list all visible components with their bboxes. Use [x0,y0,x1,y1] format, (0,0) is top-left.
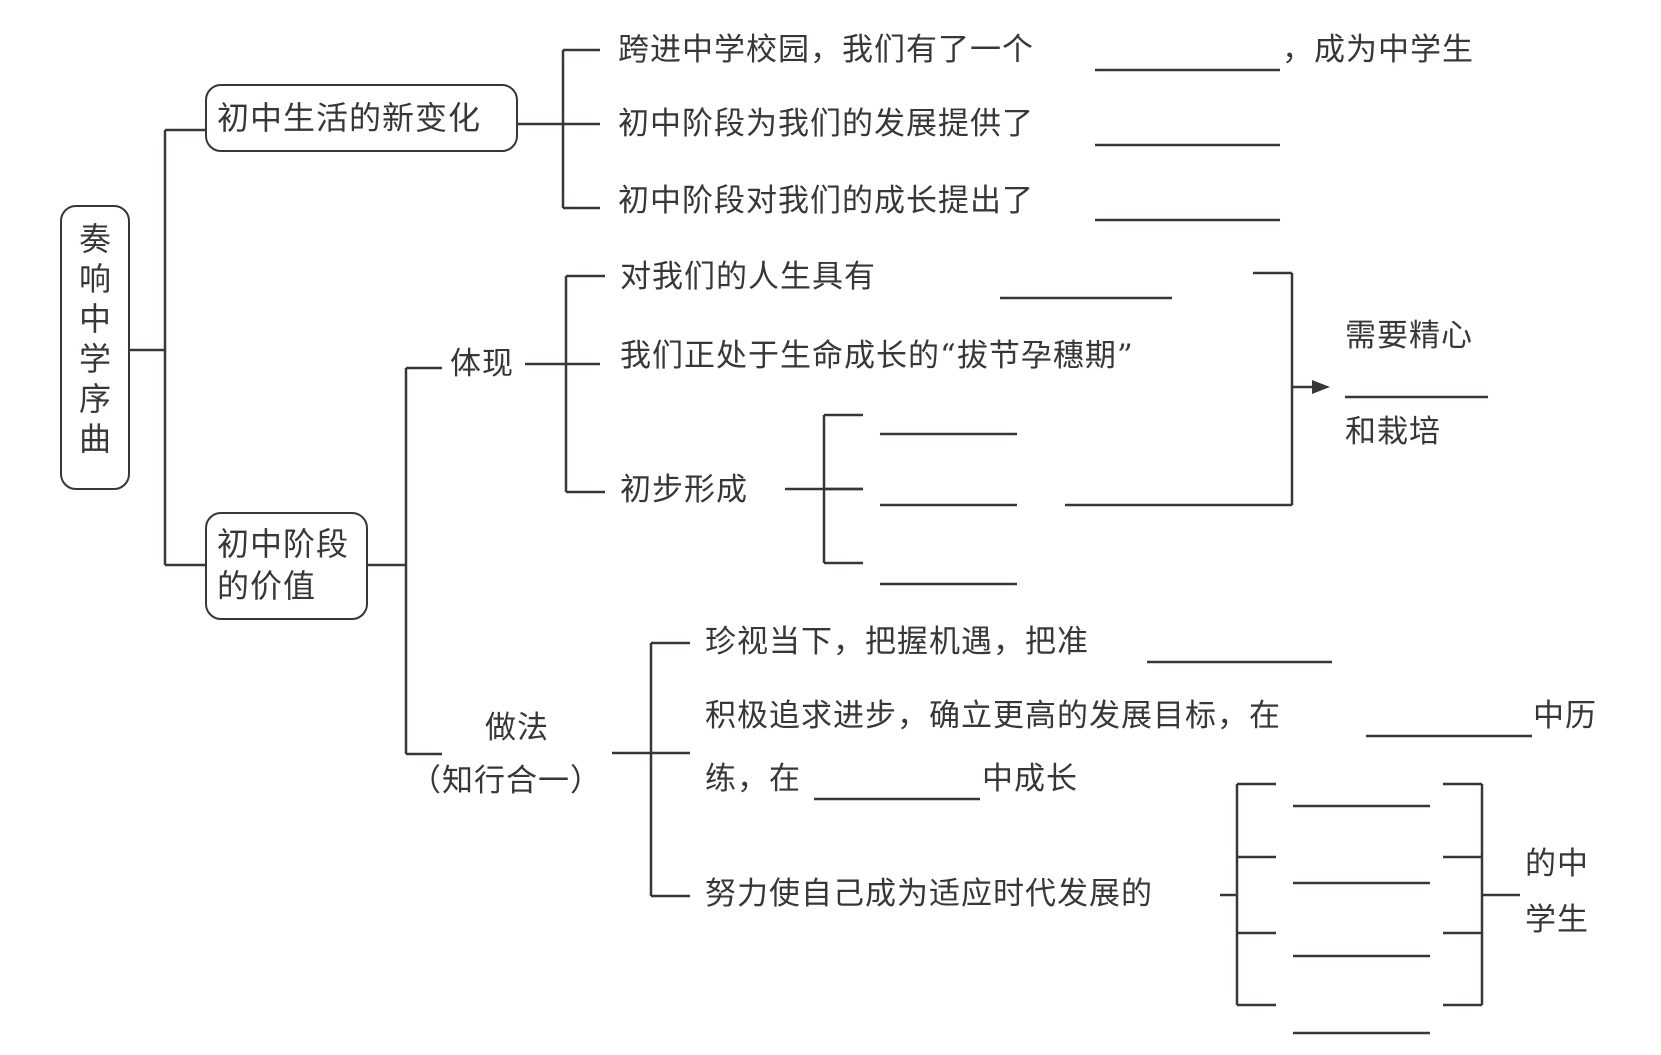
practice-result-line2: 学生 [1525,902,1589,938]
branch-value-label-line2: 的价值 [217,567,317,605]
practice-label-line2: （知行合一） [410,763,602,799]
root-char: 序 [78,380,111,418]
practice-item-cont-suffix: 中成长 [982,761,1078,797]
branch-new-changes-node: 初中生活的新变化 [205,84,518,152]
new-change-item: 初中阶段为我们的发展提供了 [618,106,1034,142]
root-char: 曲 [78,420,111,458]
practice-item: 珍视当下，把握机遇，把准 [705,624,1089,660]
new-change-item: 初中阶段对我们的成长提出了 [618,183,1034,219]
new-change-item: 跨进中学校园，我们有了一个 [618,32,1034,68]
branch-value-label-line1: 初中阶段 [217,525,350,563]
embody-item: 对我们的人生具有 [620,259,876,295]
root-char: 奏 [78,220,111,258]
practice-label-line1: 做法 [485,710,549,746]
practice-item: 积极追求进步，确立更高的发展目标，在 [705,698,1281,734]
branch-value-node: 初中阶段 的价值 [205,512,368,620]
embody-result-line1: 需要精心 [1345,318,1473,354]
root-char: 学 [78,340,111,378]
root-node: 奏 响 中 学 序 曲 [60,205,130,490]
branch-new-changes-label: 初中生活的新变化 [217,99,482,137]
practice-item-cont: 练，在 [705,761,801,797]
embody-item: 初步形成 [620,472,748,508]
arrow-head-icon [1312,380,1330,394]
embody-label: 体现 [450,346,514,382]
practice-item-suffix: 中历 [1533,698,1597,734]
new-change-item-suffix: ，成为中学生 [1282,32,1474,68]
embody-item: 我们正处于生命成长的“拔节孕穗期” [620,338,1134,374]
root-char: 响 [78,260,111,298]
root-char: 中 [78,300,111,338]
practice-result-line1: 的中 [1525,846,1589,882]
embody-result-line2: 和栽培 [1345,414,1441,450]
practice-item: 努力使自己成为适应时代发展的 [705,876,1153,912]
